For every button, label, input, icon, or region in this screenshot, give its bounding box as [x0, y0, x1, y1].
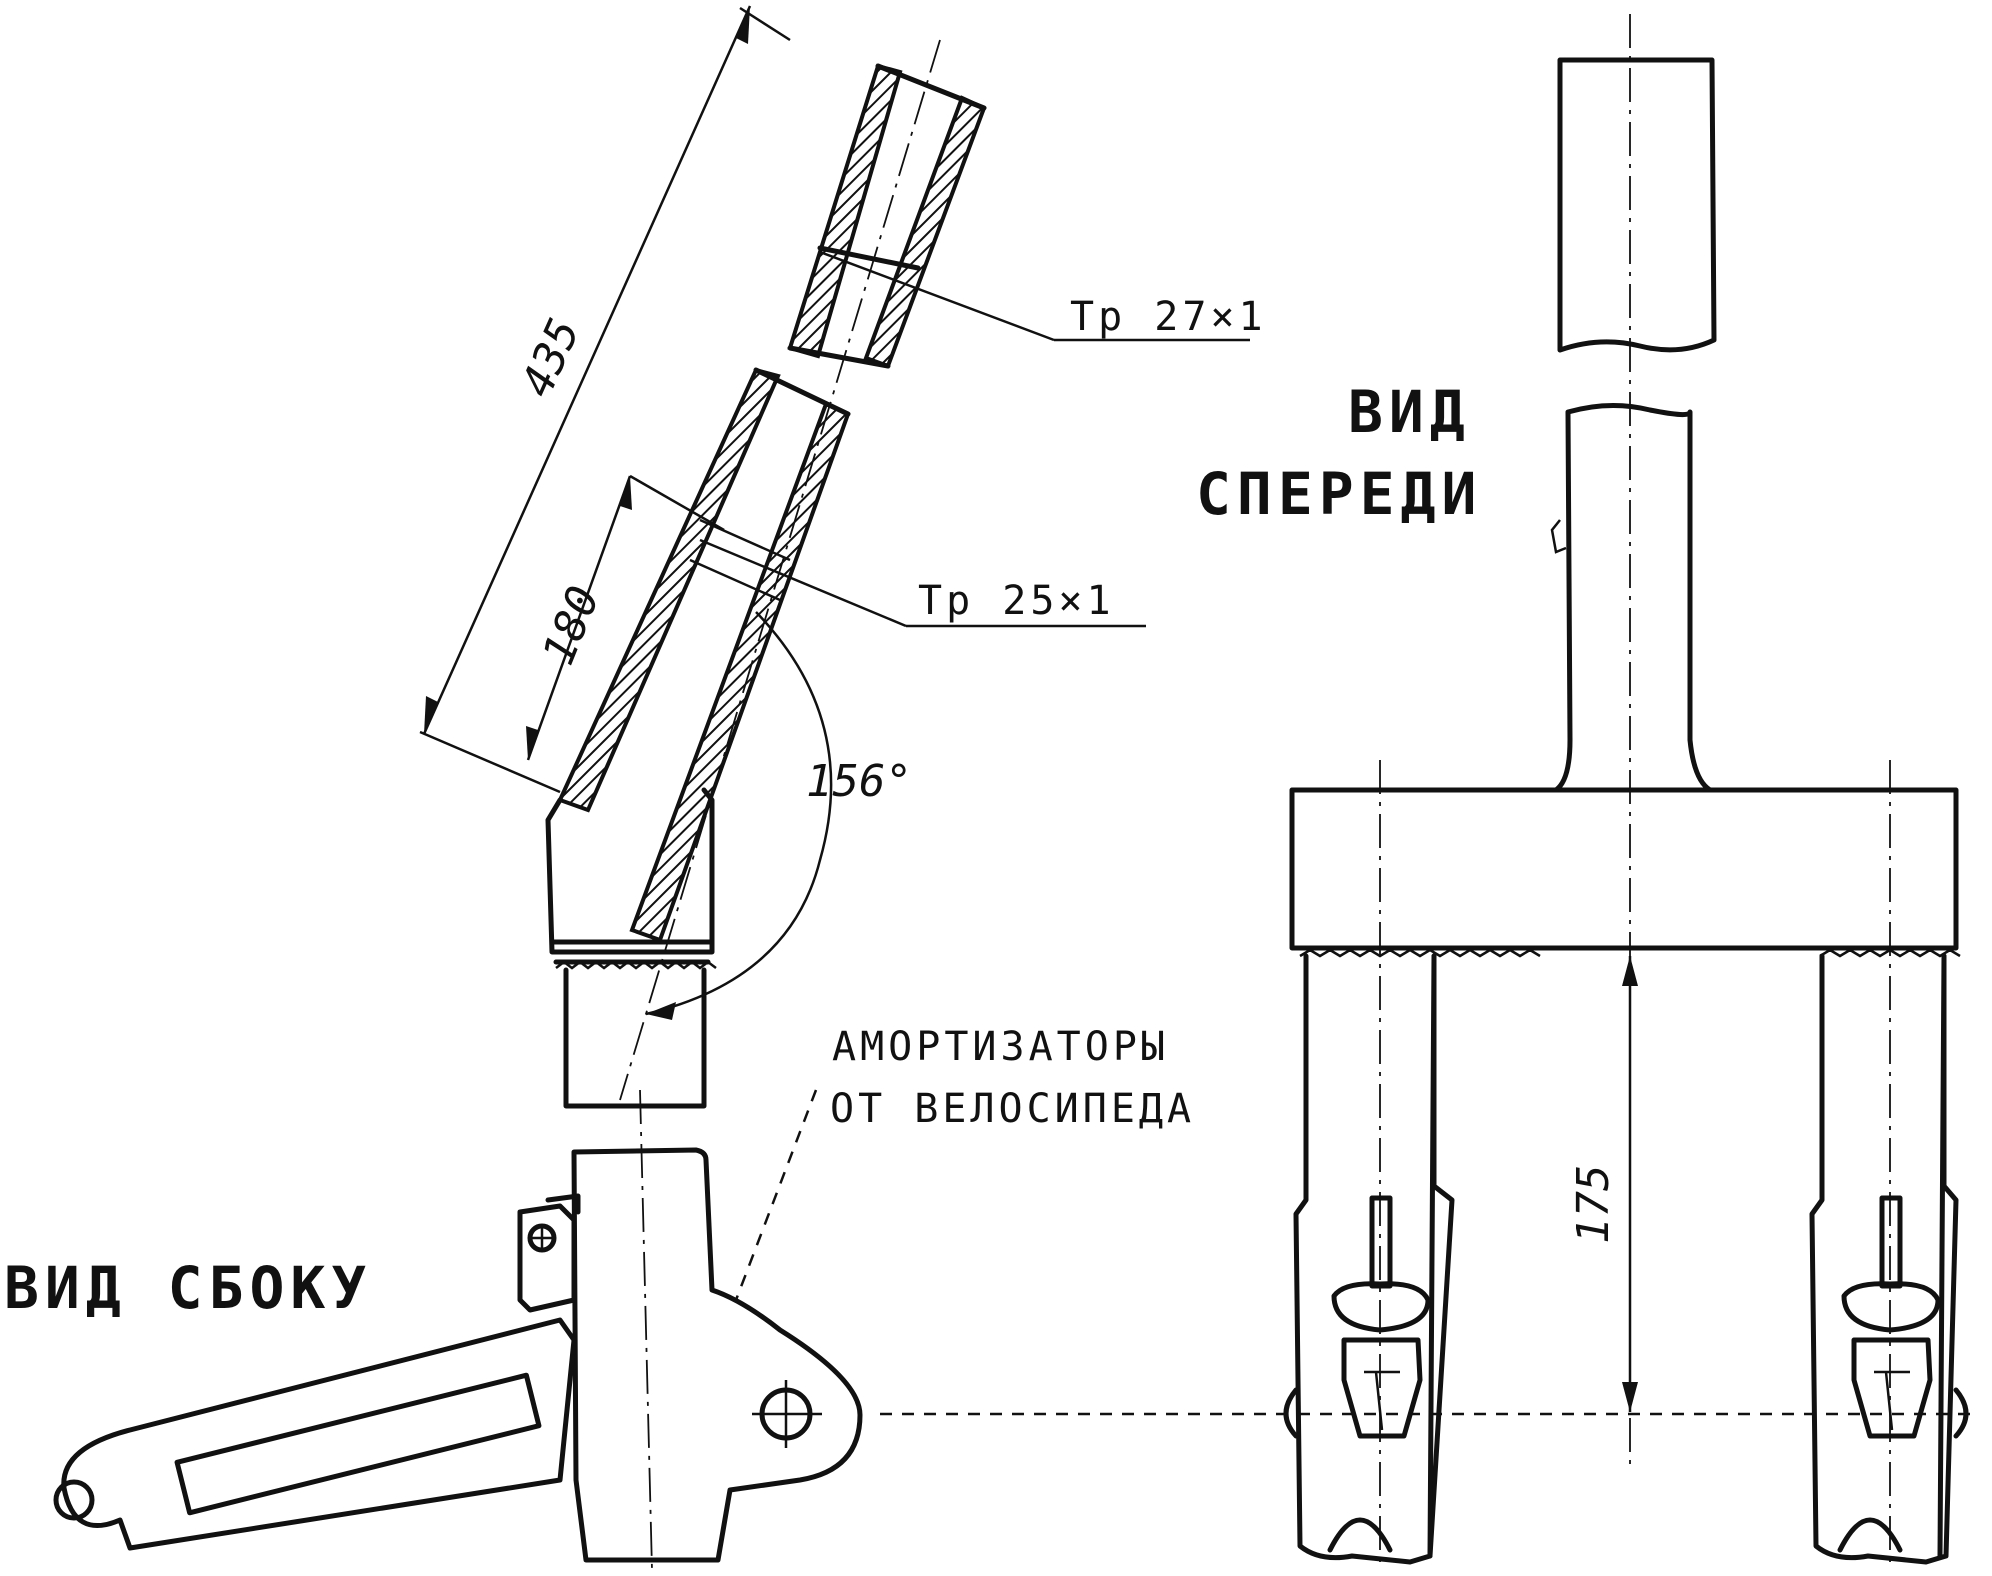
- side-view: 435 180 156° Тр 27×1 Тр 25×1: [4, 5, 1267, 1571]
- dimension-175: 175: [1568, 956, 1638, 1412]
- leader-tube-lower: Тр 25×1: [699, 538, 1146, 628]
- front-lower-tube: [1553, 403, 1713, 793]
- fork-crown: [1289, 787, 1959, 951]
- shock-absorber-side: [517, 1147, 863, 1563]
- label-shock-line2: ОТ ВЕЛОСИПЕДА: [830, 1086, 1195, 1132]
- label-tube-lower: Тр 25×1: [918, 578, 1115, 624]
- front-leg-right: [1809, 953, 1969, 1565]
- label-side-view: ВИД СБОКУ: [4, 1254, 372, 1322]
- dimension-435: 435: [419, 5, 791, 794]
- front-leg-left: [1283, 953, 1455, 1565]
- front-upper-tube: [1557, 57, 1717, 353]
- lower-tube: [557, 367, 851, 943]
- label-shock-line1: АМОРТИЗАТОРЫ: [832, 1024, 1169, 1070]
- label-tube-upper: Тр 27×1: [1070, 294, 1267, 340]
- dimension-label-180: 180: [533, 579, 610, 672]
- label-front-view-line2: СПЕРЕДИ: [1196, 460, 1482, 528]
- label-front-view-line1: ВИД: [1348, 378, 1471, 446]
- front-view: 175 ВИД СПЕРЕДИ: [1196, 14, 1969, 1570]
- leader-tube-upper: Тр 27×1: [819, 250, 1267, 342]
- fork-socket: [545, 787, 717, 1109]
- angle-156: 156°: [645, 611, 912, 1020]
- upper-tube: [787, 63, 987, 369]
- angle-label-156: 156°: [806, 756, 912, 807]
- lever-arm: [53, 1317, 577, 1551]
- dimension-label-175: 175: [1568, 1165, 1619, 1244]
- leader-shock: [734, 1089, 818, 1301]
